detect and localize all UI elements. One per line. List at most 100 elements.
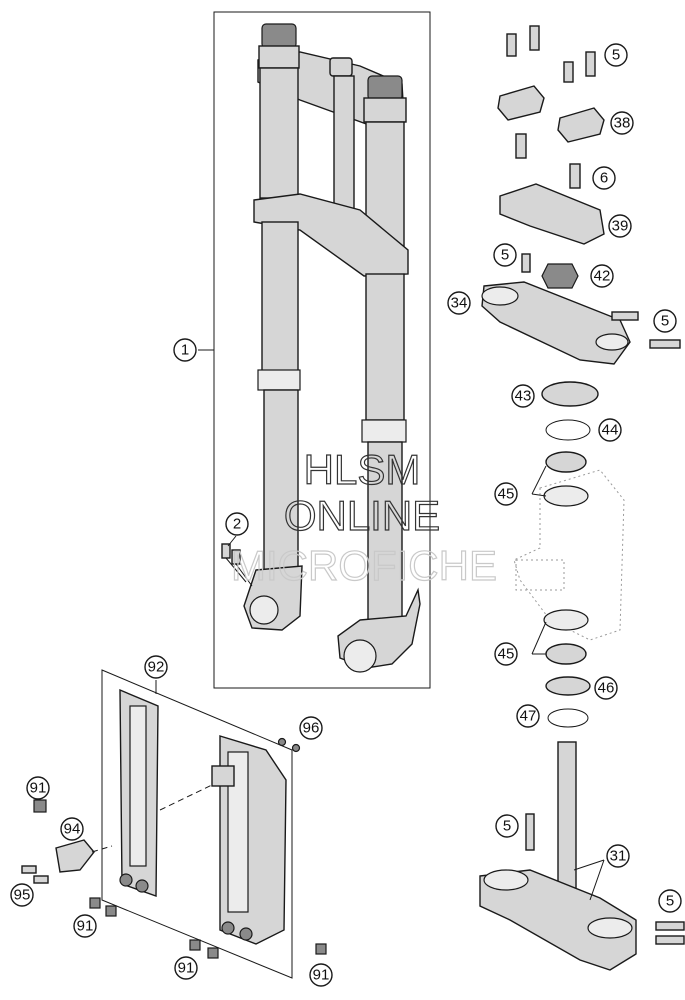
brake-line-guide-94 [55,839,95,873]
watermark-line-2: ONLINE [284,492,440,539]
callout-91-right: 91 [309,963,333,987]
bolt-91 [315,943,327,955]
callout-label: 2 [233,516,241,533]
washer-43 [541,381,599,407]
bolt [649,339,681,349]
callout-47: 47 [516,704,540,728]
right-axle-bore [343,639,377,673]
callout-label: 92 [148,659,165,676]
callout-label: 1 [181,342,189,359]
callout-92: 92 [144,655,168,679]
bolt [569,163,581,189]
handlebar-clamp-parts [479,25,685,971]
callout-44: 44 [598,418,622,442]
right-fork-tube-mid [365,273,405,421]
guard-mount-clip [211,765,235,787]
callout-95: 95 [10,883,34,907]
right-fork-cap-collar [363,97,407,123]
screw-95 [33,875,49,884]
o-ring-47 [547,708,589,728]
watermark: HLSM ONLINE MICROFICHE [230,445,497,589]
bolt-91 [189,939,201,951]
lower-triple-clamp [479,869,637,971]
left-fork-cap-collar [258,45,300,69]
callout-label: 5 [503,818,511,835]
callout-label: 94 [64,821,81,838]
callout-94: 94 [60,817,84,841]
steering-stem-shaft [333,75,355,213]
callout-label: 39 [612,218,629,235]
callout-label: 5 [661,313,669,330]
callout-1: 1 [173,338,197,362]
callout-91-left: 91 [26,776,50,800]
screw [221,543,231,559]
bolt-91 [33,799,47,813]
bolt-91 [105,905,117,917]
race-45-upper [543,485,589,507]
fork-guard-frame [101,669,293,979]
callout-34: 34 [447,291,471,315]
race-45-lower [543,609,589,631]
bolt [515,133,527,159]
right-fork-dust-seal [361,419,407,443]
left-fork-cap [261,23,297,49]
callout-43: 43 [511,384,535,408]
callout-label: 91 [77,918,94,935]
left-guard-channel [129,705,147,867]
callout-label: 95 [14,887,31,904]
handlebar-clamp-base [499,183,605,245]
callout-31: 31 [606,844,630,868]
bearing-45-lower [545,643,587,665]
callout-label: 96 [303,720,320,737]
o-ring-44 [545,419,591,441]
bolt-91 [207,947,219,959]
guard-bolt-hole [221,921,235,935]
nut-96 [277,737,287,747]
fork-guard-parts [21,669,327,979]
handlebar-clamp-cap-right [557,107,605,143]
lower-clamp-bore-right [587,917,633,939]
leader-lines [155,349,605,901]
callout-label: 5 [666,893,674,910]
upper-triple-clamp [481,281,631,365]
right-guard-channel [227,751,249,913]
callout-label: 6 [600,170,608,187]
callout-39: 39 [608,214,632,238]
bolt [563,61,574,83]
callout-label: 34 [451,295,468,312]
callout-5-stem: 5 [495,814,519,838]
callout-label: 91 [178,960,195,977]
callout-96: 96 [299,716,323,740]
screw-95 [21,865,37,874]
callout-5-top: 5 [604,43,628,67]
callout-45-upper: 45 [494,482,518,506]
stem-nut [329,57,353,77]
guard-bolt-hole [239,927,253,941]
callout-label: 5 [612,47,620,64]
callout-label: 47 [520,708,537,725]
callout-5-side: 5 [653,309,677,333]
callout-label: 91 [30,780,47,797]
left-fork-tube-mid [261,221,299,373]
steering-stem [557,741,577,903]
callout-6: 6 [592,166,616,190]
callout-91-middle: 91 [73,914,97,938]
callout-91-bottom: 91 [174,956,198,980]
callout-label: 91 [313,967,330,984]
nut-96 [291,743,301,753]
watermark-line-1: HLSM [304,446,421,493]
right-fork-lower-leg [367,441,403,623]
callout-2: 2 [225,512,249,536]
lower-clamp-bore-left [483,869,529,891]
bolt [655,921,685,931]
clamp-bore-left [481,286,519,306]
callout-5-stem-bolt: 5 [493,243,517,267]
bolt [655,935,685,945]
fork-assembly [213,11,431,689]
callout-38: 38 [610,111,634,135]
bolt-91 [89,897,101,909]
bolt [521,253,531,273]
callout-label: 31 [610,848,627,865]
bolt [585,51,596,77]
